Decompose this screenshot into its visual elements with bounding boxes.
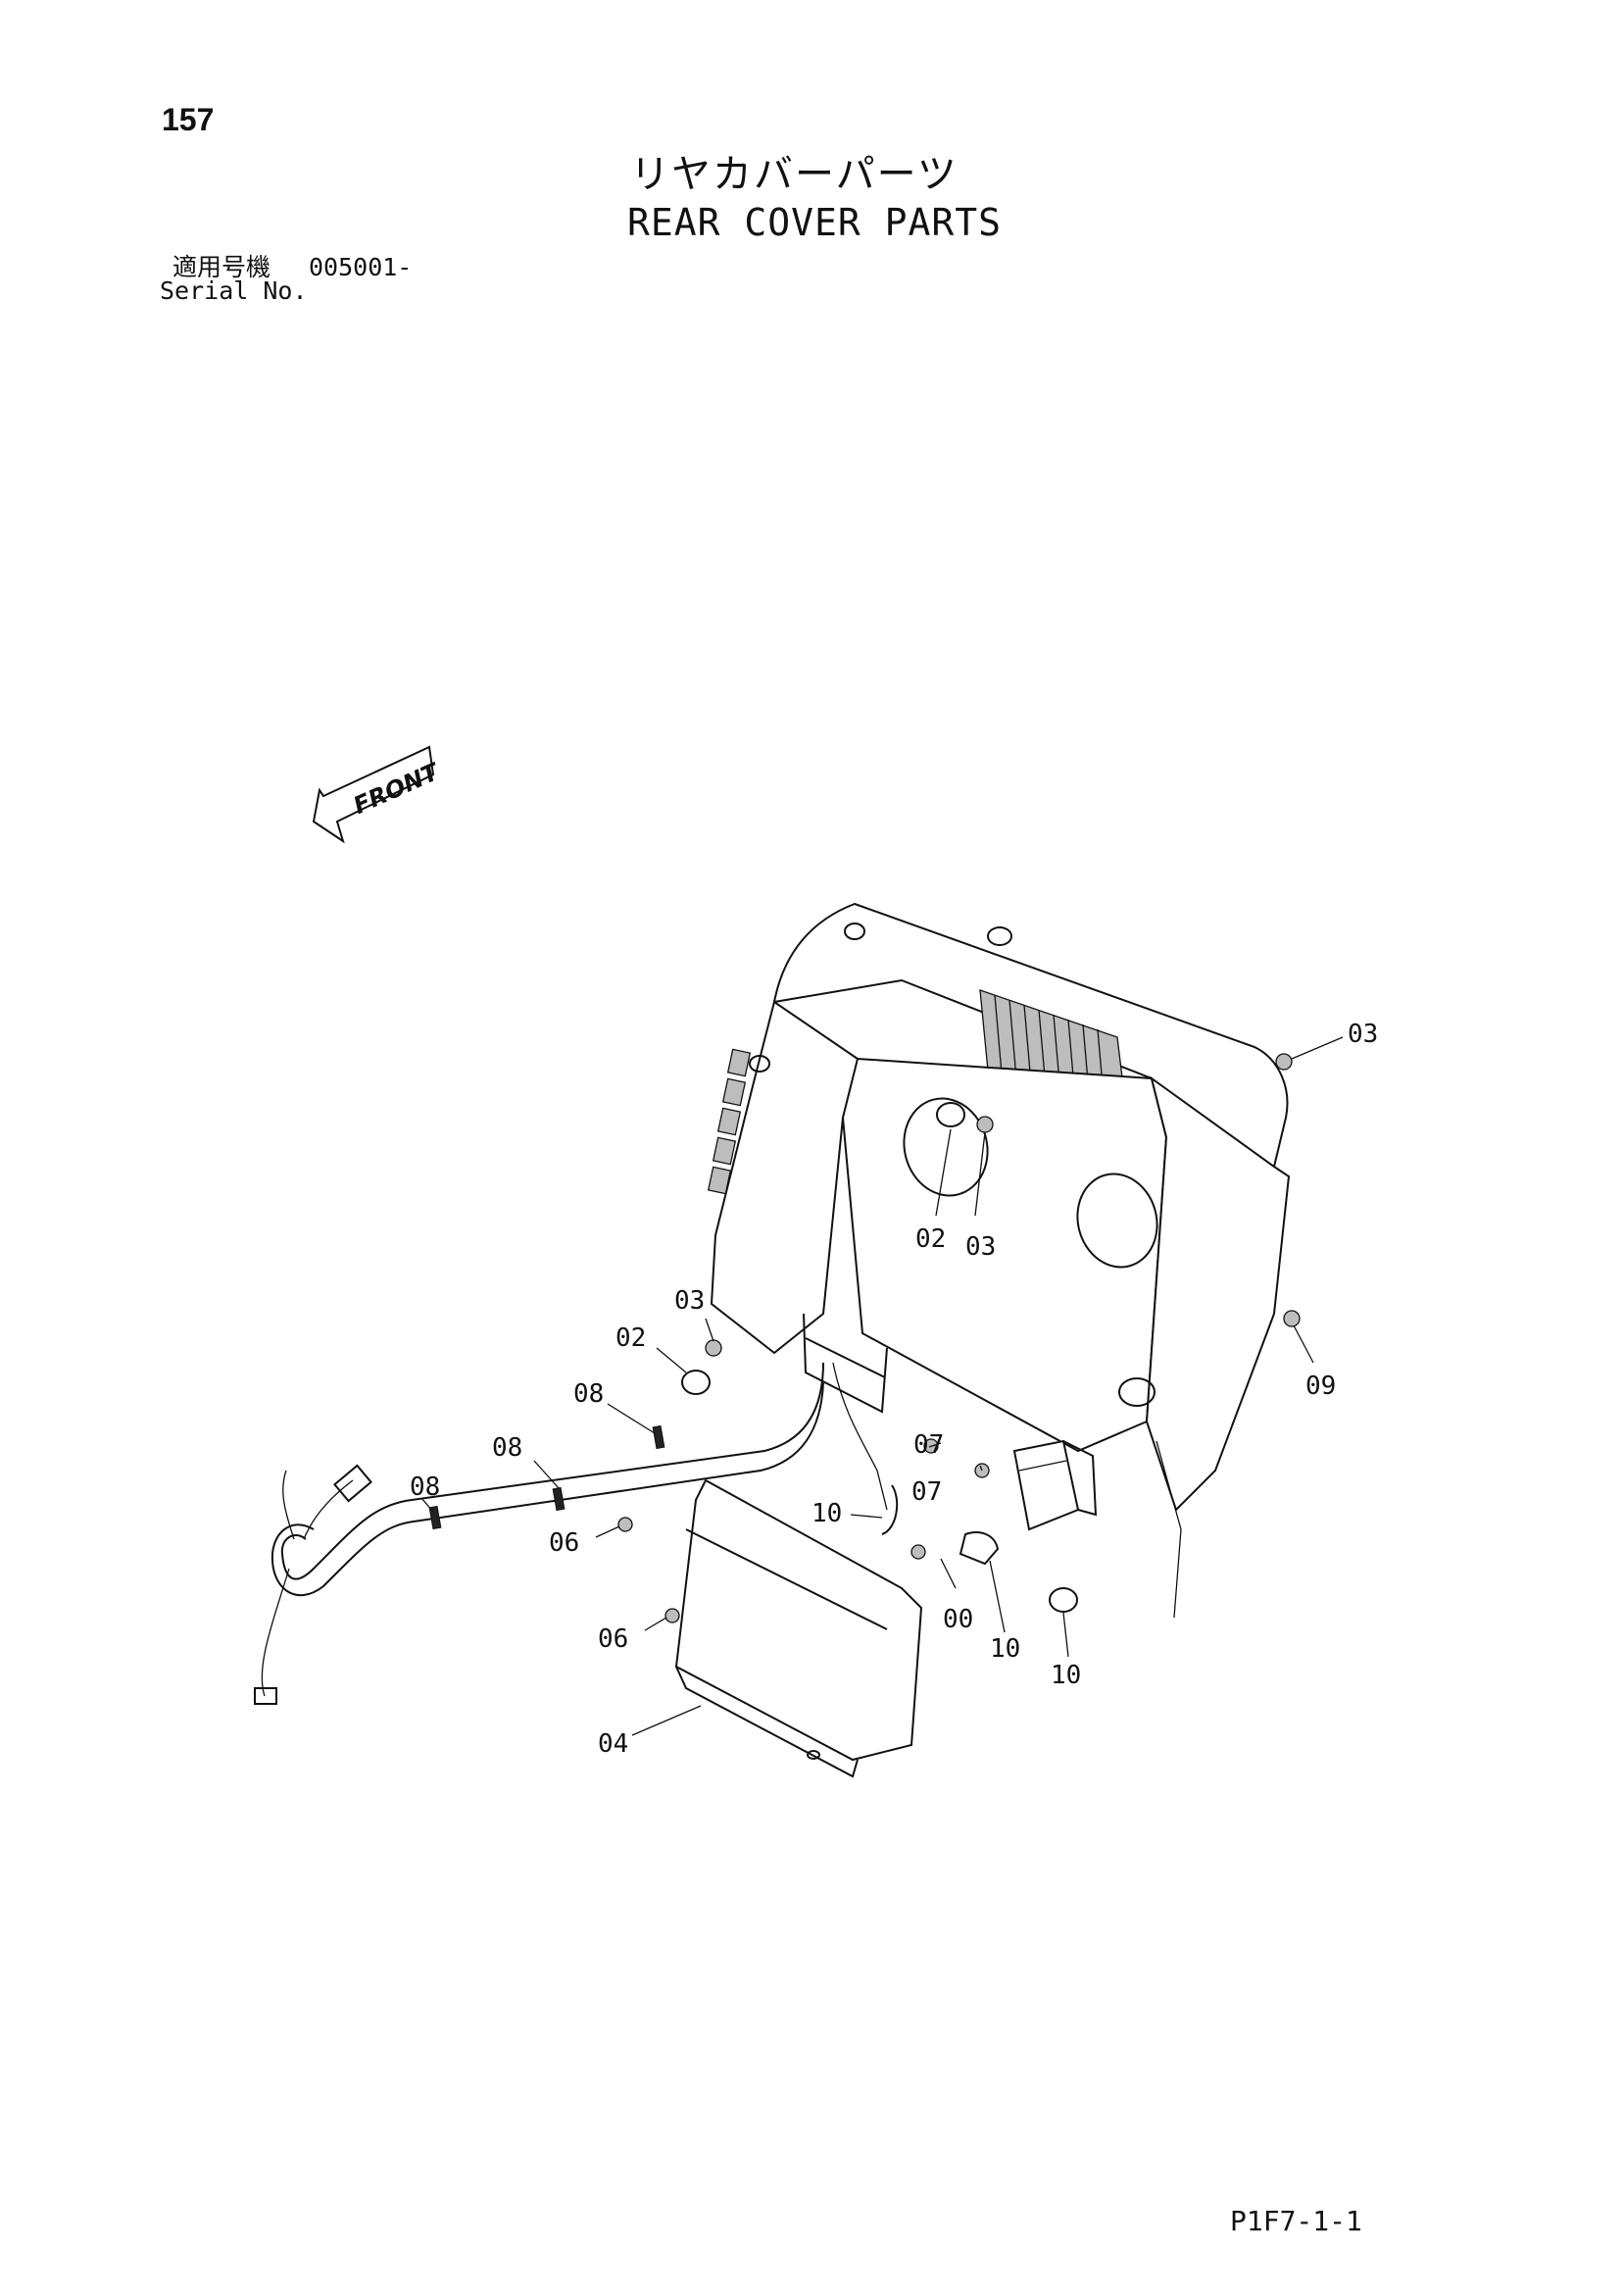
callout-label: 08 [492, 1433, 522, 1463]
callout-label: 06 [598, 1624, 628, 1654]
callout-label: 00 [943, 1605, 973, 1634]
left-control-panel [707, 1048, 752, 1195]
callout-label: 02 [915, 1224, 946, 1254]
relay-box [1012, 1439, 1098, 1531]
callout-label: 04 [598, 1729, 628, 1759]
callout-label: 08 [410, 1472, 440, 1502]
leader-lines [420, 1036, 1344, 1736]
callout-label: 02 [615, 1323, 646, 1353]
page-code: P1F7-1-1 [1230, 2205, 1362, 2237]
bottom-cover-plate [674, 1478, 923, 1778]
callout-labels: 03 02 03 03 02 09 08 08 08 07 07 10 06 0… [410, 1020, 1378, 1759]
callout-label: 10 [990, 1634, 1020, 1664]
wire-harness [254, 1362, 1182, 1705]
callout-label: 07 [913, 1430, 944, 1460]
rear-cover-body [707, 902, 1291, 1512]
callout-label: 10 [1051, 1661, 1081, 1690]
callout-label: 03 [674, 1286, 705, 1316]
callout-label: 09 [1305, 1372, 1336, 1401]
page-title: REAR COVER PARTS [627, 201, 1003, 244]
page-number: 157 [162, 102, 215, 137]
serial-label: Serial No. [160, 276, 308, 305]
front-label: FRONT [349, 758, 444, 821]
callout-label: 07 [911, 1477, 942, 1507]
serial-number-value: 005001- [309, 253, 413, 281]
front-arrow-icon: FRONT [312, 745, 444, 844]
callout-label: 08 [573, 1379, 604, 1409]
callout-label: 03 [1348, 1020, 1378, 1049]
callout-label: 03 [965, 1232, 996, 1262]
callout-label: 06 [549, 1528, 579, 1558]
grommets-and-bolts [617, 1053, 1301, 1623]
serial-label-japanese: 適用号機 [172, 253, 271, 281]
page-title-japanese: リヤカバーパーツ [630, 152, 959, 197]
callout-label: 10 [812, 1499, 842, 1528]
